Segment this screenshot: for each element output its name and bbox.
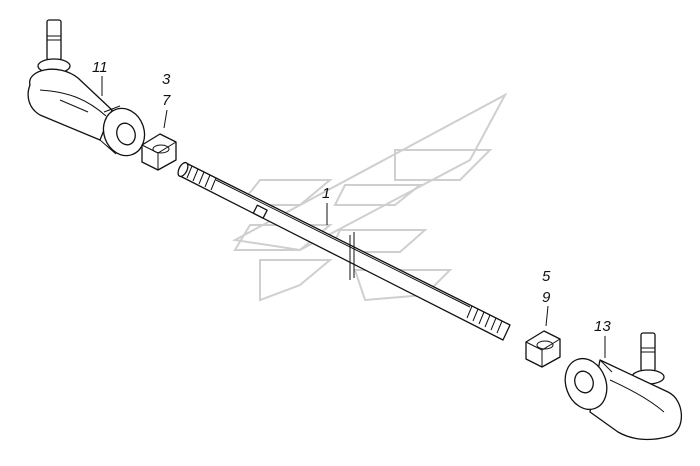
callout-7: 7 [162, 92, 171, 109]
callout-1: 1 [322, 185, 330, 202]
leader-lines [101, 76, 606, 358]
callout-9: 9 [542, 289, 551, 306]
tie-rod [177, 161, 511, 341]
rod-thread-left [186, 165, 217, 191]
callout-3: 3 [162, 71, 171, 88]
callout-5: 5 [542, 268, 551, 285]
rod-thread-right [466, 305, 503, 334]
nut-left [141, 133, 177, 171]
callout-11: 11 [92, 59, 108, 76]
rod-marking-box [252, 204, 268, 219]
callout-13: 13 [594, 318, 611, 335]
tie-rod-end-left [27, 19, 146, 157]
tie-rod-end-right [564, 332, 682, 441]
nut-right [525, 330, 561, 368]
